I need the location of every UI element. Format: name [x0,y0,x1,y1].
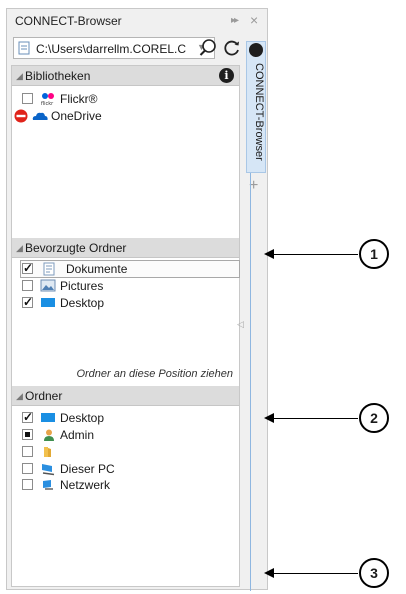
computer-icon [42,464,55,476]
list-item[interactable]: Dokumente [22,261,222,277]
item-label: Desktop [60,296,105,310]
chevron-down-icon[interactable]: ▼ [197,42,206,52]
flickr-icon: flickr [41,93,54,106]
folder-icon [44,447,51,457]
connect-browser-docker: CONNECT-Browser ▸▸ × C:\Users\darrellm.C… [6,8,268,591]
side-tab-connect-browser[interactable] [246,41,266,173]
splitter[interactable] [240,65,245,587]
checkbox[interactable] [22,280,33,291]
user-icon [44,429,54,441]
item-label: Flickr® [60,92,98,106]
callout-line [272,573,358,574]
callout-1: 1 [359,239,389,269]
drop-hint: Ordner an diese Position ziehen [76,368,233,380]
callout-arrowhead [264,568,274,578]
item-label: Desktop [60,411,105,425]
callout-arrowhead [264,249,274,259]
path-combobox[interactable]: C:\Users\darrellm.COREL.CO ▼ [13,37,215,59]
item-label: Netzwerk [60,478,111,492]
blocked-icon [14,109,28,123]
item-label: Admin [60,428,95,442]
section-label: Bibliotheken [25,69,91,83]
tab-rail [250,173,251,591]
item-label: Pictures [60,279,104,293]
document-icon [18,41,30,55]
section-header-libraries[interactable]: ◢ Bibliotheken i [12,66,239,86]
checkbox[interactable] [22,261,33,275]
network-icon [43,480,53,490]
checkbox[interactable] [22,479,33,490]
collapse-triangle-icon[interactable]: ◢ [16,71,23,81]
callout-line [272,254,358,255]
list-item[interactable]: Desktop [22,410,222,426]
checkbox[interactable] [22,446,33,457]
list-item[interactable]: Pictures [22,278,222,294]
checkbox[interactable] [22,295,33,309]
section-header-favorites[interactable]: ◢ Bevorzugte Ordner [12,238,239,258]
documents-icon [43,262,55,276]
callout-2: 2 [359,403,389,433]
list-item[interactable]: Admin [22,427,222,443]
desktop-icon [41,413,55,422]
list-item[interactable]: OneDrive [14,108,214,124]
item-label: OneDrive [51,109,102,123]
callout-3: 3 [359,558,389,588]
side-tab-label: CONNECT-Browser [253,63,265,161]
selected-row-highlight [20,260,240,278]
onedrive-icon [32,112,48,120]
svg-text:flickr: flickr [41,101,54,106]
list-item[interactable] [22,444,222,460]
checkbox[interactable] [22,429,33,440]
collapse-triangle-icon[interactable]: ◢ [16,243,23,253]
list-item[interactable]: flickr Flickr® [22,91,222,107]
checkbox[interactable] [22,410,33,424]
list-item[interactable]: Desktop [22,295,222,311]
section-label: Ordner [25,389,63,403]
list-item[interactable]: Dieser PC [22,461,222,477]
pictures-icon [40,279,56,292]
docker-title-bar: CONNECT-Browser ▸▸ × [7,9,267,33]
info-icon[interactable]: i [219,68,234,83]
search-icon[interactable] [198,38,218,58]
content-pane[interactable]: ◢ Bibliotheken i flickr Flickr® OneDrive… [11,65,240,587]
connect-logo-icon [249,43,263,57]
refresh-icon[interactable] [222,38,242,58]
path-value: C:\Users\darrellm.COREL.CO [36,42,186,56]
dock-arrows-icon[interactable]: ▸▸ [231,15,239,26]
list-item[interactable]: Netzwerk [22,477,222,493]
section-label: Bevorzugte Ordner [25,241,127,255]
callout-arrowhead [264,413,274,423]
close-icon[interactable]: × [250,12,259,28]
checkbox[interactable] [22,93,33,104]
callout-line [272,418,358,419]
add-icon[interactable]: + [249,177,259,194]
collapse-arrow-icon[interactable]: ◁ [237,319,244,329]
item-label: Dokumente [66,262,128,276]
desktop-icon [41,298,55,307]
collapse-triangle-icon[interactable]: ◢ [16,391,23,401]
checkbox[interactable] [22,463,33,474]
section-header-folders[interactable]: ◢ Ordner [12,386,239,406]
docker-title: CONNECT-Browser [15,14,122,28]
item-label: Dieser PC [60,462,115,476]
